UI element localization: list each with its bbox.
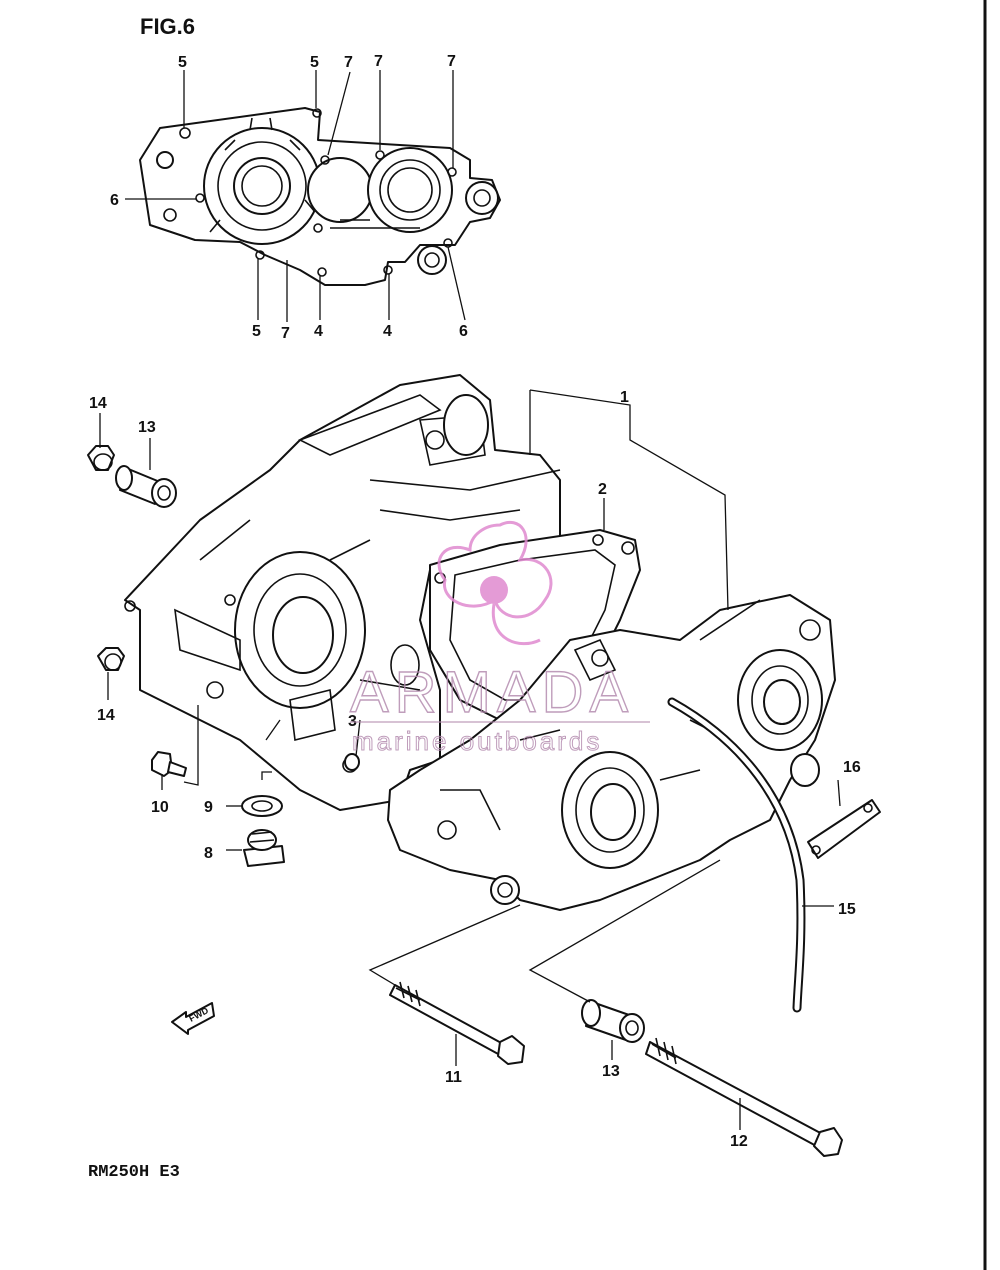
callout-2-gasket: 2 [598, 481, 607, 498]
washer [241, 795, 283, 817]
main-leader-lines [99, 389, 841, 1130]
breather-hose-inner [669, 699, 804, 1011]
watermark-logo-icon [437, 521, 553, 646]
inset-callout-7-top-3: 7 [447, 53, 456, 70]
hose-bracket [807, 799, 881, 859]
inset-leader-lines [125, 70, 466, 322]
inset-crankcase-view [139, 107, 501, 286]
nut-top [87, 445, 115, 471]
bolt-small [151, 751, 187, 777]
callout-14-nut-top: 14 [89, 395, 107, 412]
callout-8-drain-plug: 8 [204, 845, 213, 862]
callout-10-bolt: 10 [151, 799, 169, 816]
inset-callout-4-bottom-2: 4 [383, 323, 392, 340]
right-crankcase-half [387, 594, 836, 911]
watermark-tagline: marine outboards [352, 726, 602, 756]
inset-callout-6-left: 6 [110, 192, 119, 209]
callout-12-long-bolt: 12 [730, 1133, 748, 1150]
long-bolt-12 [645, 1037, 843, 1157]
watermark: ARMADA marine outboards [349, 521, 650, 757]
long-bolt-11 [389, 981, 525, 1065]
drain-plug [243, 829, 285, 867]
left-crankcase-half [124, 374, 561, 811]
figure-title: FIG.6 [140, 14, 195, 39]
watermark-brand: ARMADA [350, 660, 634, 725]
bushing-lower [581, 999, 645, 1043]
inset-callout-7-top-2: 7 [374, 53, 383, 70]
callout-15-hose: 15 [838, 901, 856, 918]
callout-13-bushing-lower: 13 [602, 1063, 620, 1080]
dowel-pin [344, 753, 360, 771]
inset-callout-7-top-1: 7 [344, 54, 353, 71]
inset-callout-6-bottom: 6 [459, 323, 468, 340]
callout-16-bracket: 16 [843, 759, 861, 776]
inset-callout-5-top-left: 5 [178, 54, 187, 71]
inset-callout-7-bottom: 7 [281, 325, 290, 342]
callout-14-nut-lower: 14 [97, 707, 115, 724]
nut-lower [97, 647, 125, 671]
callout-1-crankcase-set: 1 [620, 389, 629, 406]
callout-9-washer: 9 [204, 799, 213, 816]
inset-callout-4-bottom-1: 4 [314, 323, 323, 340]
callout-11-long-bolt: 11 [445, 1069, 462, 1086]
bushing-top [115, 465, 177, 508]
inset-callout-5-top: 5 [310, 54, 319, 71]
inset-callout-5-bottom: 5 [252, 323, 261, 340]
model-code: RM250H E3 [88, 1163, 180, 1182]
forward-arrow-icon: FWD [171, 1002, 215, 1035]
callout-13-bushing-top: 13 [138, 419, 156, 436]
